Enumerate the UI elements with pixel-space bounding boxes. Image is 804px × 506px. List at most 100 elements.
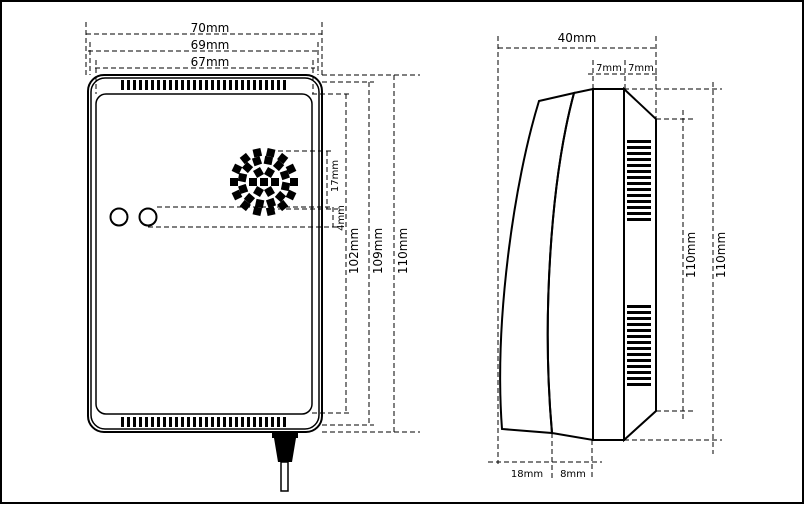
vent-slot	[133, 417, 136, 427]
speaker-hole	[277, 152, 289, 165]
side-vent-slot	[627, 212, 651, 215]
speaker-hole	[285, 189, 297, 201]
speaker-hole	[290, 178, 298, 186]
vent-slot	[247, 417, 250, 427]
side-vent-slot	[627, 188, 651, 191]
side-view: 40mm 7mm 7mm 18mm 8mm 110mm 110mm	[488, 31, 728, 480]
side-vent-slot	[627, 146, 651, 149]
dim-label-7mm-a: 7mm	[596, 63, 622, 74]
vent-slot	[175, 80, 178, 90]
speaker-hole	[277, 199, 289, 212]
side-vent-slot	[627, 176, 651, 179]
vent-slot	[151, 80, 154, 90]
vent-slot	[151, 417, 154, 427]
vent-slot	[169, 417, 172, 427]
vent-slot	[163, 417, 166, 427]
vent-slot	[235, 417, 238, 427]
dim-label-4mm: 4mm	[336, 205, 347, 231]
front-panel	[95, 93, 313, 415]
vent-slot	[181, 417, 184, 427]
side-vent-slot	[627, 152, 651, 155]
cable-strain-relief	[274, 438, 296, 462]
top-vent-slots	[121, 80, 286, 90]
vent-slot	[253, 417, 256, 427]
dim-label-17mm: 17mm	[330, 160, 341, 192]
side-vent-slot	[627, 347, 651, 350]
vent-slot	[187, 417, 190, 427]
vent-slot	[187, 80, 190, 90]
speaker-hole	[271, 178, 279, 186]
vent-slot	[283, 80, 286, 90]
side-vent-slot	[627, 182, 651, 185]
side-vent-slot	[627, 365, 651, 368]
vent-slot	[121, 80, 124, 90]
speaker-hole	[243, 192, 256, 205]
speaker-hole	[239, 199, 251, 212]
speaker-hole	[254, 198, 265, 209]
speaker-hole	[253, 186, 264, 197]
dim-label-40mm: 40mm	[558, 31, 597, 45]
vent-slot	[217, 417, 220, 427]
vent-slot	[241, 80, 244, 90]
speaker-hole	[252, 206, 263, 217]
vent-slot	[259, 80, 262, 90]
side-vent-slot	[627, 200, 651, 203]
side-vent-slot	[627, 335, 651, 338]
speaker-hole	[238, 183, 249, 195]
vent-slot	[271, 80, 274, 90]
vent-slot	[145, 417, 148, 427]
vent-slot	[121, 417, 124, 427]
side-rear-body	[592, 88, 625, 441]
vent-slot	[283, 417, 286, 427]
speaker-hole	[231, 163, 243, 175]
indicator-led	[109, 207, 129, 227]
dim-label-110mm-outer: 110mm	[714, 232, 728, 278]
vent-slot	[265, 80, 268, 90]
side-vent-slot	[627, 323, 651, 326]
vent-slot	[277, 80, 280, 90]
vent-slot	[247, 80, 250, 90]
side-vent-slot	[627, 341, 651, 344]
speaker-hole	[279, 169, 290, 181]
speaker-hole	[263, 155, 274, 166]
speaker-hole	[252, 147, 263, 158]
side-vent-slot	[627, 383, 651, 386]
front-body-outer-inner	[90, 77, 320, 430]
side-vent-slot	[627, 206, 651, 209]
dim-label-67mm: 67mm	[191, 55, 230, 69]
speaker-hole	[272, 159, 285, 172]
vent-slot	[235, 80, 238, 90]
side-vent-slot	[627, 170, 651, 173]
vent-slot	[193, 417, 196, 427]
vent-slot	[163, 80, 166, 90]
vent-slot	[229, 80, 232, 90]
vent-slot	[157, 80, 160, 90]
side-vent-slot	[627, 164, 651, 167]
vent-slot	[241, 417, 244, 427]
side-vent-slot	[627, 353, 651, 356]
side-vent-slot	[627, 305, 651, 308]
dim-label-110mm: 110mm	[396, 228, 410, 274]
vent-slot	[199, 417, 202, 427]
front-view: 70mm 69mm 67mm 17mm 4mm 102mm 109mm 110m…	[85, 21, 420, 492]
side-vent-lower	[627, 305, 651, 386]
side-vent-slot	[627, 194, 651, 197]
vent-slot	[181, 80, 184, 90]
side-vent-slot	[627, 359, 651, 362]
side-vent-slot	[627, 311, 651, 314]
speaker-hole	[237, 172, 248, 183]
vent-slot	[205, 80, 208, 90]
vent-slot	[157, 417, 160, 427]
front-body-outer	[87, 74, 323, 433]
vent-slot	[211, 80, 214, 90]
side-vent-slot	[627, 218, 651, 221]
vent-slot	[127, 417, 130, 427]
vent-slot	[193, 80, 196, 90]
vent-slot	[175, 417, 178, 427]
vent-slot	[223, 80, 226, 90]
speaker-hole	[241, 161, 254, 174]
speaker-hole	[239, 152, 251, 165]
cable-collar	[272, 432, 298, 438]
speaker-hole	[230, 178, 238, 186]
